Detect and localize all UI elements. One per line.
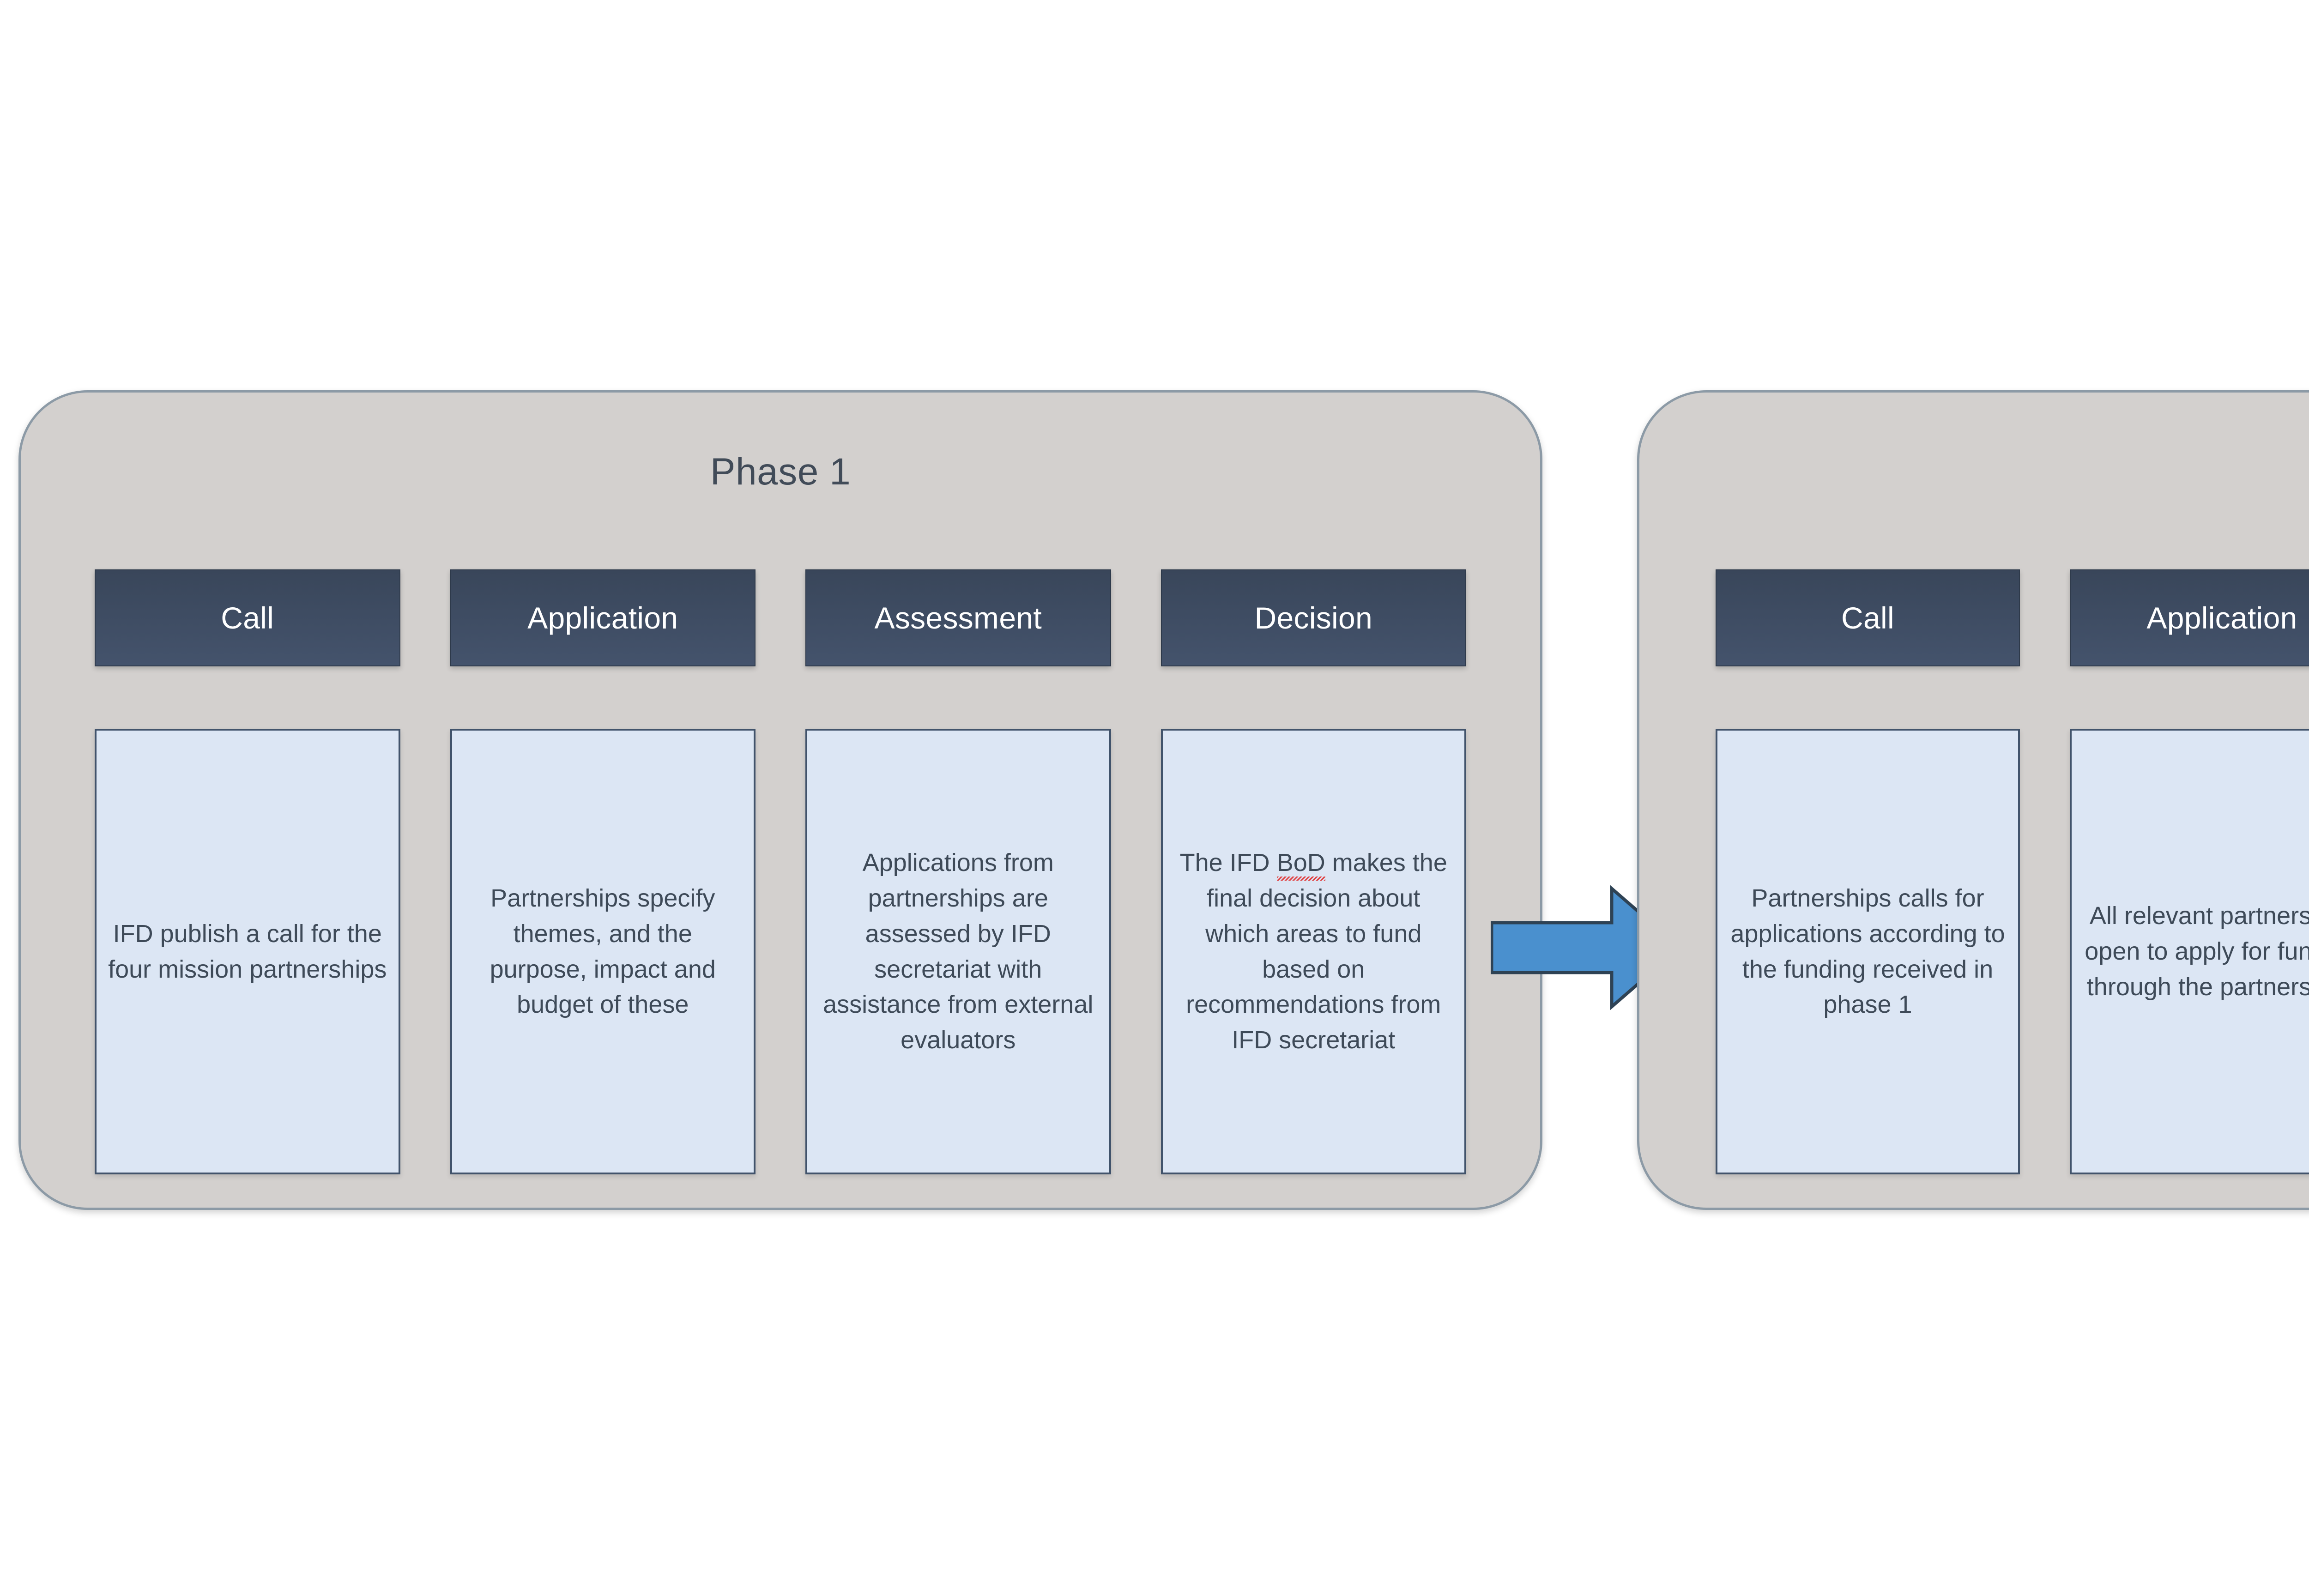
column-body-text: The IFD BoD makes the final decision abo… [1173,845,1455,1058]
column-call: Call IFD publish a call for the four mis… [95,569,400,1174]
column-body-text: Partnerships specify themes, and the pur… [490,884,716,1019]
column-body-application: Partnerships specify themes, and the pur… [450,729,756,1174]
column-header-call[interactable]: Call [95,569,400,666]
column-body-text: Applications from partnerships are asses… [823,849,1094,1054]
column-body-text: IFD publish a call for the four mission … [108,919,387,983]
column-body-text: Partnerships calls for applications acco… [1730,884,2005,1019]
column-body-application: All relevant partners are open to apply … [2070,729,2309,1174]
spacer [805,666,1111,729]
column-header-call[interactable]: Call [1716,569,2020,666]
column-body-decision: The IFD BoD makes the final decision abo… [1161,729,1466,1174]
phase-container-2: Phase 2 Call Partnerships calls for appl… [1637,390,2309,1210]
body-text-part: makes the final decision about which are… [1186,849,1447,1054]
spacer [2070,666,2309,729]
phase-1-columns: Call IFD publish a call for the four mis… [95,569,1466,1174]
column-body-call: Partnerships calls for applications acco… [1716,729,2020,1174]
column-header-assessment[interactable]: Assessment [805,569,1111,666]
column-header-application[interactable]: Application [2070,569,2309,666]
column-call: Call Partnerships calls for applications… [1716,569,2020,1174]
column-application: Application Partnerships specify themes,… [450,569,756,1174]
column-application: Application All relevant partners are op… [2070,569,2309,1174]
column-decision: Decision The IFD BoD makes the final dec… [1161,569,1467,1174]
phase-container-1: Phase 1 Call IFD publish a call for the … [18,390,1542,1210]
column-header-application[interactable]: Application [450,569,756,666]
spacer [95,666,400,729]
phase-2-columns: Call Partnerships calls for applications… [1716,569,2309,1174]
column-body-call: IFD publish a call for the four mission … [95,729,400,1174]
column-body-assessment: Applications from partnerships are asses… [805,729,1111,1174]
spacer [1716,666,2020,729]
column-header-decision[interactable]: Decision [1161,569,1466,666]
misspelled-word: BoD [1276,849,1325,877]
phase-title-2: Phase 2 [1639,450,2309,494]
body-text-part: The IFD [1179,849,1277,877]
spacer [450,666,756,729]
phase-title-1: Phase 1 [710,451,851,493]
spacer [1161,666,1467,729]
column-body-text: All relevant partners are open to apply … [2085,902,2309,1001]
column-assessment: Assessment Applications from partnership… [805,569,1111,1174]
